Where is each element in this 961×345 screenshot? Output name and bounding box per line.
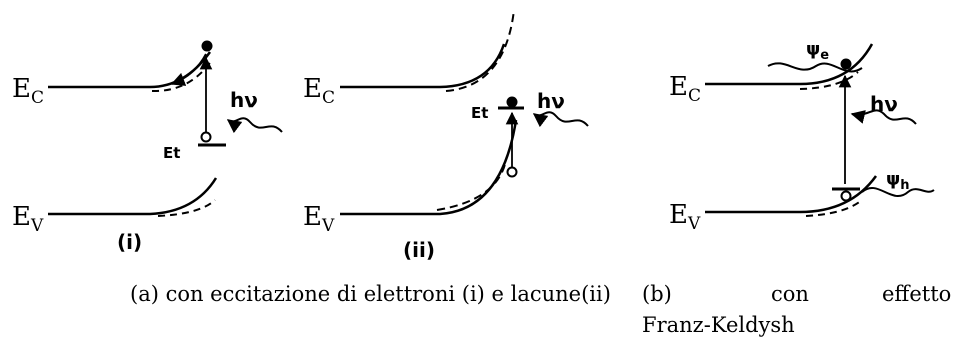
- caption-b-word1: (b): [642, 282, 672, 306]
- electron-wavefunction: [767, 62, 863, 73]
- hole-wavefunction: [861, 186, 935, 198]
- diagram-i: EC Et hν EV (i): [12, 40, 283, 254]
- caption-b-word2: con: [771, 282, 809, 306]
- hv-label-i: hν: [230, 88, 258, 112]
- hv-label-b: hν: [870, 92, 898, 116]
- ev-label-i: EV: [12, 202, 44, 236]
- valence-band-ii: [340, 119, 518, 216]
- photon-wave-b: [850, 109, 917, 125]
- caption-a: (a) con eccitazione di elettroni (i) e l…: [130, 282, 611, 306]
- electron-dot-i: [201, 40, 213, 52]
- relaxation-arrow-i: [170, 53, 207, 86]
- caption-b-word3: effetto: [882, 282, 952, 306]
- tag-ii: (ii): [403, 238, 435, 262]
- et-label-ii: Et: [471, 104, 488, 122]
- caption-b-line2: Franz-Keldysh: [642, 313, 795, 337]
- valence-band-i: [48, 177, 218, 216]
- photon-wave-i: [226, 117, 283, 134]
- hv-label-ii: hν: [537, 89, 565, 113]
- diagram-b: EC ψe hν ψh EV: [669, 39, 935, 234]
- et-label-i: Et: [163, 144, 180, 162]
- valence-band-dashed-b: [805, 199, 863, 217]
- valence-band-dashed-ii: [436, 159, 507, 211]
- ec-label-i: EC: [12, 74, 44, 108]
- electron-dot-ii: [506, 96, 518, 108]
- conduction-band-i: [48, 51, 212, 89]
- ec-label-ii: EC: [303, 74, 335, 108]
- valence-band-b: [705, 175, 878, 214]
- valence-band-dashed-i: [157, 199, 216, 217]
- photon-wave-ii: [532, 111, 589, 128]
- conduction-band-dashed-b: [799, 71, 859, 90]
- conduction-band-dashed-ii: [445, 9, 515, 92]
- diagram-ii: EC Et hν EV (ii): [303, 9, 589, 262]
- hole-circle-b: [840, 190, 852, 202]
- tag-i: (i): [117, 230, 142, 254]
- ev-label-b: EV: [669, 200, 701, 234]
- psi-e-label: ψe: [806, 39, 829, 63]
- electron-dot-b: [840, 58, 852, 70]
- psi-h-label: ψh: [886, 169, 910, 193]
- ev-label-ii: EV: [303, 202, 335, 236]
- hole-circle-ii: [506, 166, 518, 178]
- hole-circle-i: [200, 131, 212, 143]
- ec-label-b: EC: [669, 72, 701, 106]
- conduction-band-ii: [340, 43, 506, 89]
